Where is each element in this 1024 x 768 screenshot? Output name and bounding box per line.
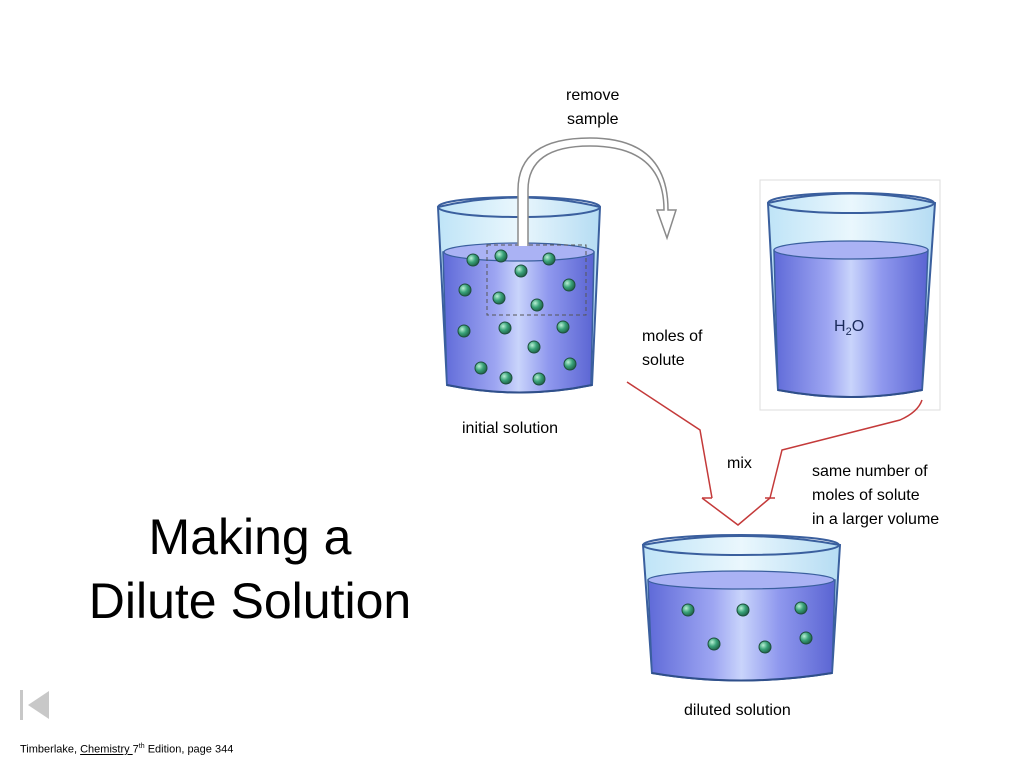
solute-particle	[474, 361, 488, 375]
solute-particle	[492, 291, 506, 305]
label-sample: sample	[567, 111, 619, 128]
citation: Timberlake, Chemistry 7th Edition, page …	[20, 740, 233, 757]
mix-arrows	[626, 381, 923, 526]
solute-particle	[494, 249, 508, 263]
solute-particle	[458, 283, 472, 297]
label-solute: solute	[642, 352, 685, 369]
citation-author: Timberlake,	[20, 743, 81, 756]
solute-particle	[457, 324, 471, 338]
water-formula: H2O	[834, 318, 864, 338]
solute-particles-initial	[457, 249, 577, 386]
label-initial-solution: initial solution	[462, 420, 559, 437]
initial-beaker	[436, 196, 602, 394]
label-same-number-of: same number of	[812, 463, 928, 480]
solute-particle	[736, 603, 750, 617]
water-beaker: H2O	[759, 179, 941, 411]
citation-rest: Edition, page 344	[144, 743, 234, 756]
slide-title: Making a Dilute Solution	[40, 505, 460, 633]
solute-particle	[563, 357, 577, 371]
label-mix: mix	[727, 455, 752, 472]
citation-book: Chemistry	[80, 743, 133, 756]
label-remove: remove	[566, 87, 620, 104]
solute-particle	[562, 278, 576, 292]
remove-sample-arrow	[517, 137, 678, 246]
first-slide-icon[interactable]	[18, 688, 52, 722]
label-larger-volume: in a larger volume	[812, 511, 940, 528]
solute-particle	[707, 637, 721, 651]
solute-particle	[799, 631, 813, 645]
first-slide-icon-graphic	[20, 690, 49, 720]
solute-particle	[498, 321, 512, 335]
diluted-beaker	[641, 534, 842, 682]
solute-particle	[794, 601, 808, 615]
solute-particle	[527, 340, 541, 354]
title-line-1: Making a	[148, 509, 352, 565]
label-diluted-solution: diluted solution	[684, 702, 791, 719]
solute-particle	[556, 320, 570, 334]
citation-edition-number: 7	[132, 743, 139, 756]
citation-edition-suffix: th	[138, 743, 145, 750]
solute-particle	[542, 252, 556, 266]
solute-particle	[514, 264, 528, 278]
label-moles-of: moles of	[642, 328, 703, 345]
label-moles-of-solute: moles of solute	[812, 487, 920, 504]
solute-particles-diluted	[681, 601, 813, 654]
title-line-2: Dilute Solution	[88, 573, 412, 629]
solute-particle	[466, 253, 480, 267]
solute-particle	[499, 371, 513, 385]
sample-region-box	[486, 244, 587, 316]
solute-particle	[532, 372, 546, 386]
solute-particle	[530, 298, 544, 312]
solute-particle	[758, 640, 772, 654]
solute-particle	[681, 603, 695, 617]
